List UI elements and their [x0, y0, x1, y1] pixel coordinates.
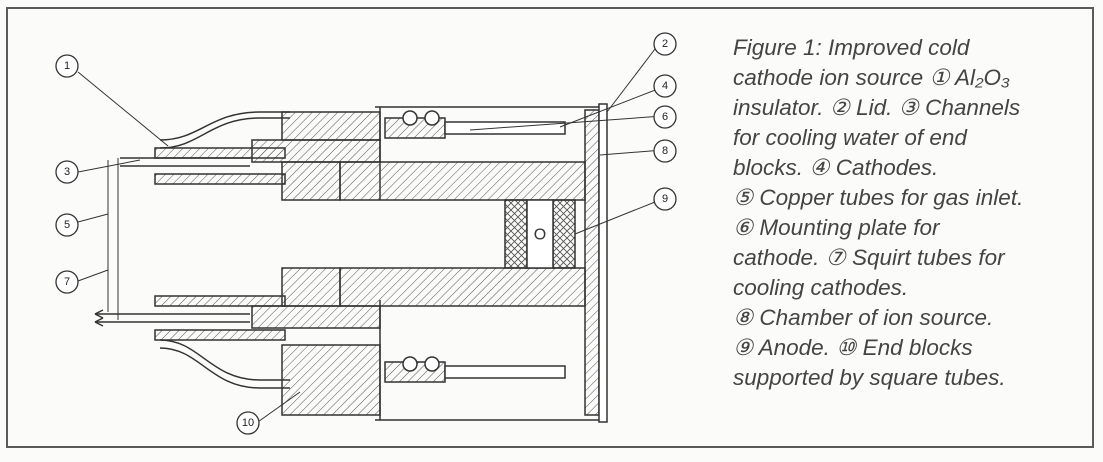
callout-3: 3: [55, 160, 79, 184]
callout-1: 1: [55, 54, 79, 78]
cathode-lower: [384, 356, 566, 383]
cathode-upper: [384, 110, 566, 139]
lid: [584, 103, 608, 423]
callout-6: 6: [653, 105, 677, 129]
svg-text:4: 4: [662, 80, 668, 92]
svg-text:6: 6: [662, 111, 668, 123]
callout-5: 5: [55, 213, 79, 237]
caption-line: cathode ion source ① Al₂O₃: [733, 65, 1010, 90]
callout-4: 4: [653, 74, 677, 98]
svg-text:3: 3: [64, 166, 70, 178]
caption-line: for cooling water of end: [733, 125, 967, 150]
caption-line: cathode. ⑦ Squirt tubes for: [733, 245, 1005, 270]
svg-text:1: 1: [64, 60, 70, 72]
caption-line: ⑧ Chamber of ion source.: [733, 305, 994, 330]
anode: O: [504, 199, 576, 269]
anode-mark: O: [534, 227, 546, 244]
callout-8: 8: [653, 139, 677, 163]
upper-end-block: [251, 111, 586, 201]
caption-line: supported by square tubes.: [733, 365, 1006, 390]
svg-text:2: 2: [662, 38, 668, 50]
callout-10: 10: [236, 411, 260, 435]
callout-9: 9: [653, 187, 677, 211]
callout-7: 7: [55, 270, 79, 294]
ion-source-diagram: O 1 2 3 4 5 6 7: [55, 32, 677, 435]
caption-line: insulator. ② Lid. ③ Channels: [733, 95, 1021, 120]
figure-caption: Figure 1: Improved cold cathode ion sour…: [733, 33, 1085, 393]
svg-text:5: 5: [64, 219, 70, 231]
inlet-tubes-lower: [94, 295, 290, 389]
svg-text:8: 8: [662, 145, 668, 157]
caption-line: Figure 1: Improved cold: [733, 35, 970, 60]
figure-frame: [6, 7, 1094, 448]
caption-line: cooling cathodes.: [733, 275, 909, 300]
callout-2: 2: [653, 32, 677, 56]
caption-line: ⑤ Copper tubes for gas inlet.: [733, 185, 1024, 210]
lower-end-block: [251, 267, 586, 416]
caption-line: blocks. ④ Cathodes.: [733, 155, 939, 180]
inlet-tubes-upper: [120, 111, 290, 185]
svg-text:9: 9: [662, 193, 668, 205]
caption-line: ⑨ Anode. ⑩ End blocks: [733, 335, 973, 360]
leader-lines: [77, 48, 664, 425]
caption-line: ⑥ Mounting plate for: [733, 215, 940, 240]
svg-text:7: 7: [64, 276, 70, 288]
svg-text:10: 10: [242, 417, 254, 429]
